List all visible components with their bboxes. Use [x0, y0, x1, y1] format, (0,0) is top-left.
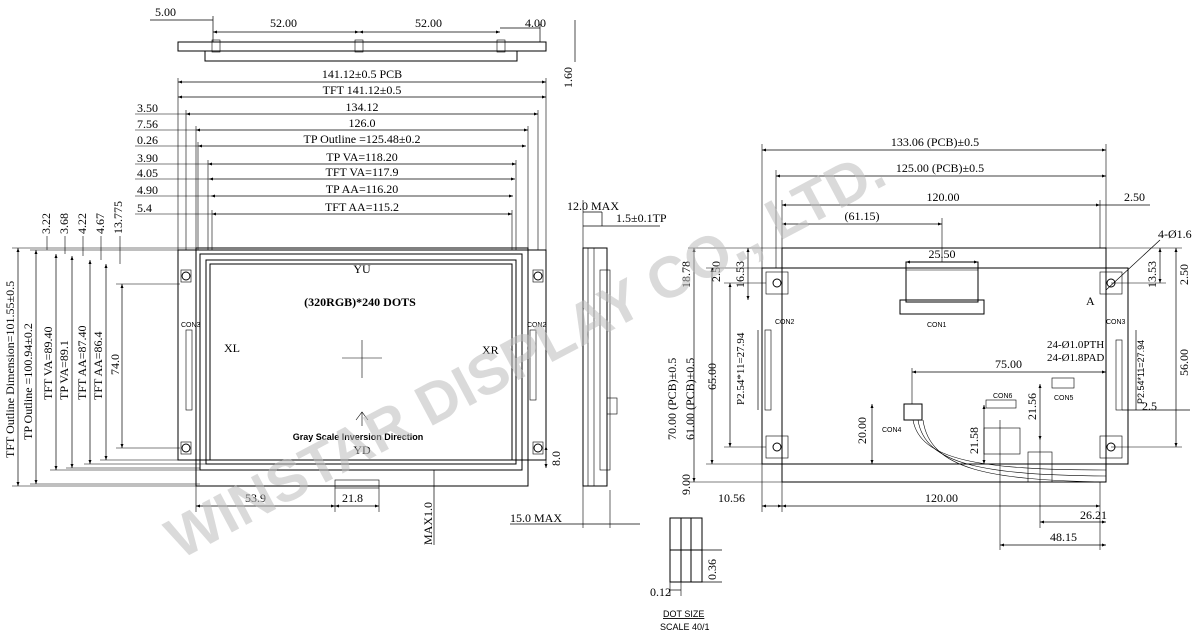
dim-h-1: TFT 141.12±0.5 — [323, 83, 402, 97]
pad-note-1: 24-Ø1.8PAD — [1047, 352, 1104, 364]
back-dim-rv-1: 2.50 — [1177, 264, 1191, 285]
dim-h-7: TP AA=116.20 — [326, 182, 399, 196]
label-yd: YD — [353, 443, 371, 457]
dim-v-5: TFT AA=86.4 — [91, 331, 105, 400]
dim-v-0: TFT Outline Dimension=101.55±0.5 — [3, 281, 17, 458]
con3-label: CON3 — [181, 322, 201, 329]
offset-0: 3.50 — [137, 101, 158, 115]
back-con3-label: CON3 — [1106, 319, 1126, 326]
inner-dim-0: 75.00 — [995, 357, 1022, 371]
v-offset-1: 3.68 — [57, 213, 71, 234]
back-dim-h-3: (61.15) — [845, 209, 880, 223]
back-dim-rv-2: 56.00 — [1177, 349, 1191, 376]
inner-dim-1: 20.00 — [855, 417, 869, 444]
side-view — [510, 200, 660, 528]
dim-bottom-1: 21.8 — [342, 491, 363, 505]
dim-top-0: 5.00 — [155, 5, 176, 19]
corner-a: A — [1086, 294, 1095, 308]
side-top-max: 12.0 MAX — [567, 199, 619, 213]
dot-dim-0: 0.12 — [650, 585, 671, 599]
dot-dim-1: 0.36 — [705, 559, 719, 580]
dim-h-0: 141.12±0.5 PCB — [322, 67, 402, 81]
offset-2: 0.26 — [137, 133, 158, 147]
dim-bottom-0: 53.9 — [245, 491, 266, 505]
back-dim-v-5: 65.00 — [705, 363, 719, 390]
back-dim-rv-3: P2.54*11=27.94 — [1136, 340, 1146, 404]
module-outline — [177, 247, 547, 489]
bottom-dimension-lines — [195, 446, 548, 545]
dim-v-3: TP VA=89.1 — [57, 340, 71, 400]
offset-4: 4.05 — [137, 166, 158, 180]
con1-label: CON1 — [927, 322, 947, 329]
v-offset-3: 4.67 — [93, 213, 107, 234]
dim-h-2: 134.12 — [346, 100, 379, 114]
dim-v-6: 74.0 — [108, 354, 122, 375]
dot-size-scale: SCALE 40/1 — [660, 622, 710, 632]
side-tp-thickness: 1.5±0.1TP — [616, 211, 667, 225]
dot-size-detail — [669, 517, 722, 596]
dim-h-4: TP Outline =125.48±0.2 — [304, 132, 421, 146]
back-dim-v-2: 16.53 — [733, 261, 747, 288]
v-offset-4: 13.775 — [111, 201, 125, 234]
back-dim-h-1: 125.00 (PCB)±0.5 — [896, 161, 984, 175]
dim-top-1: 52.00 — [270, 16, 297, 30]
inner-dim-2: 21.58 — [967, 427, 981, 454]
dim-h-8: TFT AA=115.2 — [325, 200, 399, 214]
dim-top-2: 52.00 — [415, 16, 442, 30]
v-offset-2: 4.22 — [75, 213, 89, 234]
dim-v-1: TP Outline =100.94±0.2 — [21, 323, 35, 440]
back-con2-label: CON2 — [775, 319, 795, 326]
horizontal-dimension-lines — [135, 78, 547, 250]
con2-label: CON2 — [527, 322, 547, 329]
dim-thickness: 1.60 — [561, 67, 575, 88]
inner-dim-3: 21.56 — [1025, 393, 1039, 420]
v-offset-0: 3.22 — [39, 213, 53, 234]
back-dim-v-6: P2.54*11=27.94 — [735, 332, 747, 405]
offset-5: 4.90 — [137, 183, 158, 197]
back-dim-h-5: 2.50 — [1124, 190, 1145, 204]
inner-dim-4: 2.5 — [1142, 399, 1157, 413]
back-bottom-3: 48.15 — [1050, 530, 1077, 544]
dim-h-5: TP VA=118.20 — [326, 150, 397, 164]
label-yu: YU — [353, 262, 371, 276]
back-dim-v-4: 61.00 (PCB)±0.5 — [683, 358, 697, 440]
back-bottom-0: 10.56 — [718, 491, 745, 505]
dim-side-8: 8.0 — [549, 451, 563, 466]
dim-max1: MAX1.0 — [421, 502, 435, 545]
display-resolution: (320RGB)*240 DOTS — [304, 295, 416, 309]
back-view — [688, 144, 1190, 550]
back-dim-h-4: 25.50 — [929, 247, 956, 261]
dim-v-2: TFT VA=89.40 — [41, 327, 55, 400]
back-dim-v-1: 2.50 — [709, 261, 723, 282]
back-bottom-2: 26.21 — [1080, 508, 1107, 522]
dim-top-3: 4.00 — [525, 16, 546, 30]
back-dim-h-0: 133.06 (PCB)±0.5 — [891, 135, 979, 149]
top-bracket — [150, 16, 576, 62]
label-xl: XL — [224, 341, 240, 355]
offset-3: 3.90 — [137, 151, 158, 165]
front-view: 5.00 52.00 52.00 4.00 1.60 — [3, 5, 576, 545]
offset-6: 5.4 — [137, 201, 152, 215]
dim-h-6: TFT VA=117.9 — [325, 165, 398, 179]
con5-label: CON5 — [1054, 395, 1074, 402]
back-dim-v-7: 9.00 — [679, 474, 693, 495]
dim-v-4: TFT AA=87.40 — [75, 325, 89, 400]
dot-size-caption: DOT SIZE — [663, 609, 704, 619]
label-xr: XR — [482, 343, 499, 357]
vertical-dimension-lines — [12, 236, 210, 487]
back-dim-h-2: 120.00 — [927, 190, 960, 204]
back-dim-rv-0: 13.53 — [1145, 261, 1159, 288]
back-dim-v-0: 18.78 — [679, 261, 693, 288]
dim-h-3: 126.0 — [349, 116, 376, 130]
back-dim-v-3: 70.00 (PCB)±0.5 — [665, 358, 679, 440]
pad-note-0: 24-Ø1.0PTH — [1047, 339, 1104, 351]
con4-label: CON4 — [882, 427, 902, 434]
side-bottom-max: 15.0 MAX — [510, 511, 562, 525]
offset-1: 7.56 — [137, 117, 158, 131]
hole-note: 4-Ø1.6 — [1158, 227, 1192, 241]
back-bottom-1: 120.00 — [925, 491, 958, 505]
inversion-note: Gray Scale Inversion Direction — [293, 432, 424, 442]
con6-label: CON6 — [993, 393, 1013, 400]
